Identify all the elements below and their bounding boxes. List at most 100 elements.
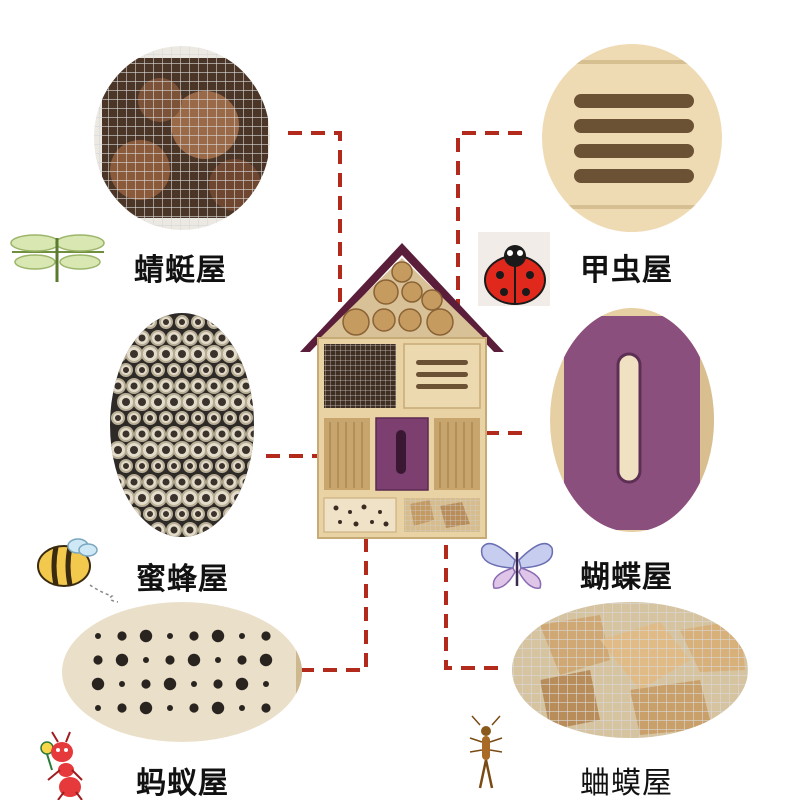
bamboo-tube-hole: [114, 350, 122, 358]
drilled-hole: [259, 653, 273, 667]
bamboo-tube-hole: [195, 511, 201, 517]
bamboo-tube-hole: [227, 511, 233, 517]
drilled-hole: [239, 705, 245, 711]
drilled-hole: [91, 677, 105, 691]
bamboo-tube-hole: [250, 398, 254, 406]
bamboo-tube: [143, 315, 157, 329]
label-bee-house: 蜜蜂屋: [136, 562, 229, 597]
drilled-hole: [263, 681, 269, 687]
bamboo-tube-hole: [178, 446, 186, 454]
bamboo-tube-hole: [154, 430, 162, 438]
bamboo-tube-hole: [147, 511, 153, 517]
drilled-hole: [237, 655, 247, 665]
connector-lines: [266, 131, 522, 672]
label-earwig-house: 蛐蟆屋: [580, 766, 673, 801]
bamboo-tube-hole: [138, 494, 146, 502]
bamboo-tube-hole: [139, 463, 145, 469]
bamboo-tube-hole: [138, 398, 146, 406]
drilled-hole: [163, 677, 177, 691]
bamboo-tube-hole: [202, 334, 210, 342]
bamboo-tube-hole: [115, 511, 121, 517]
insect-hotel-house: [300, 243, 504, 539]
bamboo-tube-hole: [211, 415, 217, 421]
bamboo-tube-hole: [210, 446, 218, 454]
earwig-house-photo: [512, 602, 748, 738]
bamboo-tube-hole: [226, 382, 234, 390]
bamboo-tube-hole: [250, 334, 254, 342]
bamboo-tube-hole: [202, 430, 210, 438]
bamboo-tube: [239, 315, 253, 329]
bamboo-tube: [246, 330, 254, 346]
drilled-hole: [211, 701, 225, 715]
bamboo-tube-hole: [162, 478, 170, 486]
bamboo-tube-hole: [170, 334, 178, 342]
bamboo-tube-hole: [147, 415, 153, 421]
label-dragonfly-house: 蜻蜓屋: [134, 253, 227, 288]
bamboo-tube-hole: [242, 382, 250, 390]
bamboo-tube-hole: [226, 478, 234, 486]
drilled-hole: [139, 701, 153, 715]
bamboo-tube-hole: [163, 319, 169, 325]
bamboo-tube-hole: [146, 446, 154, 454]
bee-icon: [37, 538, 119, 603]
bamboo-tube: [223, 507, 237, 521]
bamboo-tube-hole: [210, 382, 218, 390]
bamboo-tube-hole: [179, 319, 185, 325]
bamboo-tube-hole: [138, 526, 146, 534]
bamboo-tube-hole: [202, 398, 210, 406]
drilled-hole: [187, 653, 201, 667]
bamboo-tube: [127, 315, 141, 329]
bamboo-tube-hole: [123, 463, 129, 469]
bamboo-tube-hole: [154, 334, 162, 342]
bamboo-tube-hole: [115, 319, 121, 325]
drilled-hole: [191, 681, 197, 687]
bamboo-tube-hole: [170, 398, 178, 406]
bamboo-tube: [214, 522, 230, 537]
drilled-hole: [141, 679, 151, 689]
bamboo-tube-hole: [122, 334, 130, 342]
drilled-hole: [167, 705, 173, 711]
bamboo-tube-hole: [122, 398, 130, 406]
bamboo-tube-hole: [203, 463, 209, 469]
bamboo-tube-hole: [178, 350, 186, 358]
bamboo-tube-hole: [122, 430, 130, 438]
bamboo-tube-hole: [243, 415, 249, 421]
bamboo-tube-hole: [178, 478, 186, 486]
bamboo-tube-hole: [186, 334, 194, 342]
bamboo-tube-hole: [251, 463, 254, 469]
bamboo-tube-hole: [163, 415, 169, 421]
bamboo-tube-hole: [250, 494, 254, 502]
bamboo-tube-hole: [146, 350, 154, 358]
bamboo-tube: [246, 522, 254, 537]
drilled-hole: [95, 633, 101, 639]
bamboo-tube-hole: [251, 367, 254, 373]
bamboo-tube-hole: [131, 319, 137, 325]
bamboo-tube-hole: [218, 334, 226, 342]
bamboo-tube-hole: [211, 319, 217, 325]
ladybug-icon: [478, 232, 550, 306]
bamboo-tube-hole: [242, 478, 250, 486]
bamboo-tube: [111, 507, 125, 521]
bamboo-tube: [207, 315, 221, 329]
drilled-hole: [261, 631, 271, 641]
bamboo-tube-hole: [218, 494, 226, 502]
bamboo-tube-hole: [171, 463, 177, 469]
bamboo-tube-hole: [234, 334, 242, 342]
bamboo-tube-hole: [146, 382, 154, 390]
bamboo-tube-hole: [234, 398, 242, 406]
drilled-hole: [139, 629, 153, 643]
bamboo-tube-hole: [202, 526, 210, 534]
bamboo-tube: [111, 315, 125, 329]
bamboo-tube-hole: [138, 334, 146, 342]
bamboo-tube-hole: [154, 398, 162, 406]
bamboo-tube-hole: [170, 526, 178, 534]
ant-icon: [40, 731, 83, 800]
butterfly-house-photo: [550, 308, 714, 532]
bamboo-tube: [246, 426, 254, 442]
bamboo-tube: [117, 489, 135, 507]
bamboo-tube-hole: [114, 446, 122, 454]
drilled-hole: [167, 633, 173, 639]
bamboo-tube-hole: [234, 430, 242, 438]
bamboo-tube-hole: [202, 494, 210, 502]
drilled-hole: [115, 653, 129, 667]
